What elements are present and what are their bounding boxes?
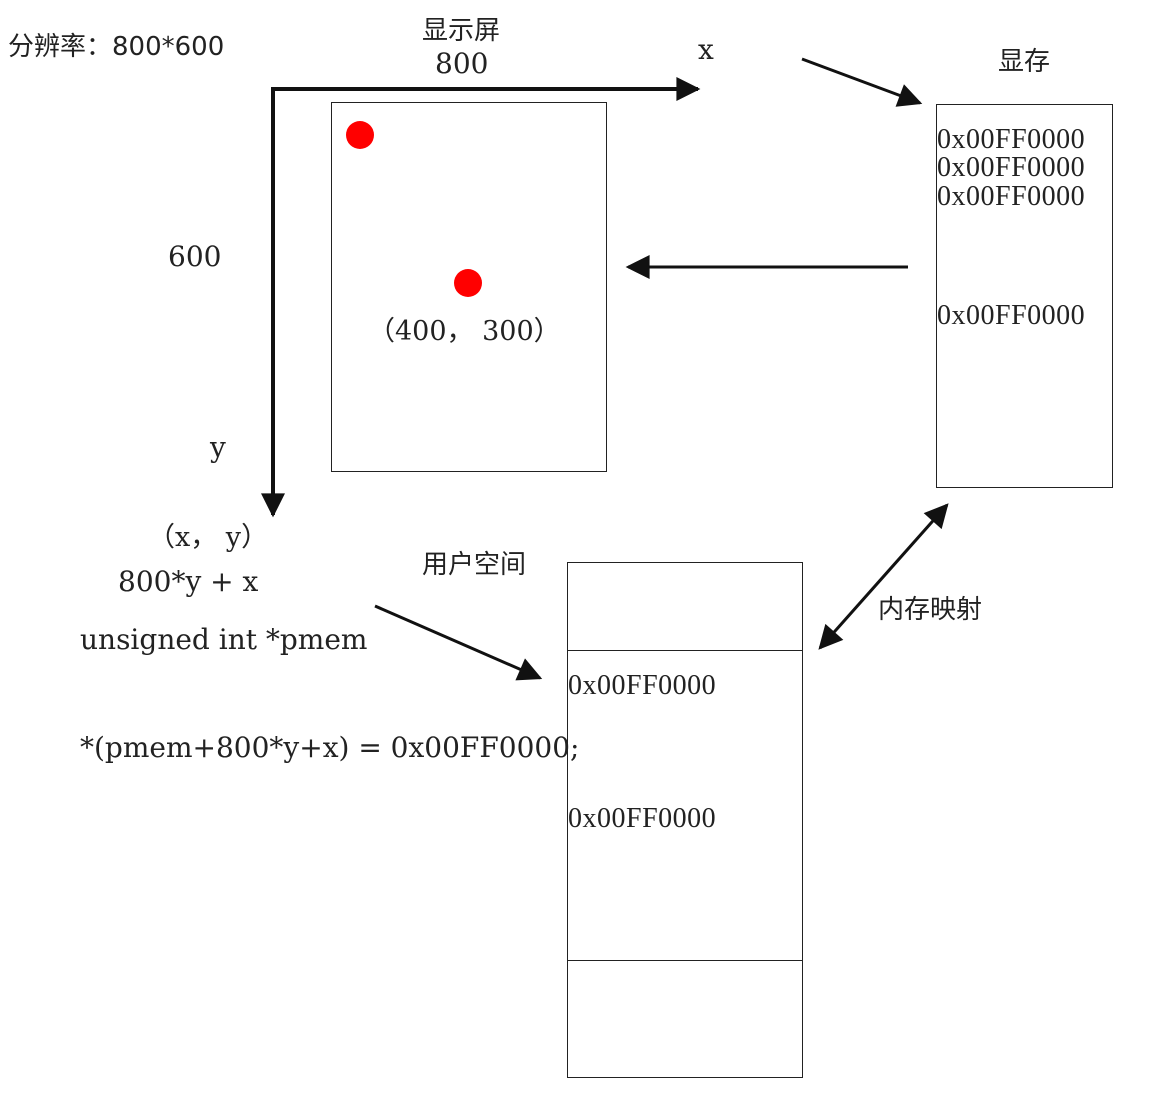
- user-space-title: 用户空间: [422, 550, 527, 580]
- user-space-cell-1: 0x00FF0000: [568, 803, 717, 834]
- user-space-cell-0: 0x00FF0000: [568, 670, 717, 701]
- memory-mapping-label: 内存映射: [878, 595, 983, 625]
- point-coordinate-label: （400， 300）: [368, 316, 561, 347]
- vram-cell-1: 0x00FF0000: [937, 152, 1086, 183]
- vram-box: 0x00FF0000 0x00FF0000 0x00FF0000 0x00FF0…: [936, 104, 1113, 488]
- memory-mapping-arrow: [818, 503, 949, 650]
- pmem-to-userspace-arrow: [374, 604, 543, 681]
- user-space-divider-top: [568, 650, 802, 651]
- pixel-dot-center: [454, 269, 482, 297]
- pixel-assignment: *(pmem+800*y+x) = 0x00FF0000;: [80, 731, 580, 764]
- screen-title: 显示屏: [422, 16, 501, 46]
- offset-formula: 800*y + x: [118, 565, 259, 598]
- user-space-divider-bottom: [568, 960, 802, 961]
- vram-cell-0: 0x00FF0000: [937, 124, 1086, 155]
- resolution-label: 分辨率：800*600: [8, 32, 225, 62]
- x-axis-label: x: [698, 33, 714, 66]
- screen-box: （400， 300）: [331, 102, 607, 472]
- vram-cell-2: 0x00FF0000: [937, 181, 1086, 212]
- pixel-dot-origin: [346, 121, 374, 149]
- y-axis-label: y: [210, 431, 226, 464]
- screen-height-label: 600: [168, 240, 222, 273]
- x-to-vram-arrow: [801, 57, 923, 107]
- coord-label: （x， y）: [148, 522, 269, 553]
- user-space-box: 0x00FF0000 0x00FF0000: [567, 562, 803, 1078]
- vram-cell-3: 0x00FF0000: [937, 300, 1086, 331]
- vram-title: 显存: [998, 47, 1051, 77]
- pointer-declaration: unsigned int *pmem: [80, 623, 368, 656]
- screen-width-label: 800: [435, 47, 489, 80]
